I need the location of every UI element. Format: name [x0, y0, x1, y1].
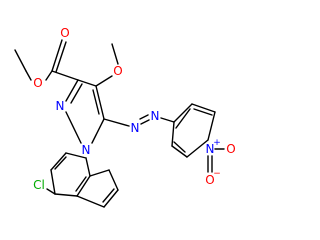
bond-ring-c-4	[50, 152, 67, 171]
bond-ester-c-o-double-a	[51, 39, 63, 72]
bond-azo-nn-b	[139, 114, 149, 120]
ester-carbonyl-oxygen-label: O	[60, 26, 69, 40]
bond-ring-c-7	[108, 169, 119, 191]
bond-pyrazole-c3-n2	[65, 79, 79, 102]
nitro-oxygen-bottom-label: O	[205, 173, 214, 187]
bond-ethyl-ch2-o	[25, 70, 32, 81]
nitro-nitrogen-charge: +	[213, 138, 221, 148]
molecule-diagram: O O O N N N N N + O O − Cl	[14, 26, 236, 208]
bond-c4-methoxy-o	[95, 75, 113, 87]
bond-pyrazole-c3-n2-double	[70, 83, 83, 104]
bond-ring-c-9	[76, 195, 105, 208]
bond-ring-b-1	[173, 103, 193, 123]
nitro-oxygen-bottom-charge: −	[213, 169, 221, 179]
bond-ring-c-3	[50, 169, 56, 195]
bond-ester-o-c	[45, 70, 53, 81]
bond-ring-c-1	[76, 175, 91, 197]
bond-ring-b-6	[171, 121, 175, 147]
azo-nitrogen-b-label: N	[151, 109, 160, 123]
atom-label-layer: O O O N N N N N + O O − Cl	[33, 26, 236, 192]
azo-nitrogen-a-label: N	[131, 121, 140, 135]
bond-ring-c-5	[65, 152, 87, 159]
pyrazole-n1-label: N	[82, 143, 91, 157]
bond-pyrazole-c5-c4-double	[92, 89, 100, 115]
nitro-nitrogen-label: N	[206, 142, 215, 156]
bond-ring-c-6	[89, 169, 110, 177]
chlorine-label: Cl	[33, 178, 45, 192]
ester-ether-oxygen-label: O	[33, 76, 42, 90]
bond-ring-c-1-inner	[75, 176, 87, 192]
bond-azo-n-aryl	[160, 117, 175, 123]
pyrazole-n2-label: N	[56, 99, 65, 113]
nitro-oxygen-top-label: O	[226, 142, 235, 156]
bond-ring-c-2	[54, 193, 78, 197]
bond-azo-nn-a	[140, 119, 150, 125]
bond-ring-b-3	[207, 111, 216, 141]
bond-ester-c-c3	[51, 70, 79, 81]
bond-ring-b-5	[171, 145, 188, 158]
bond-pyrazole-c4-c3	[77, 79, 97, 87]
bond-c5-azo-n	[103, 118, 130, 127]
bond-ring-c-8	[103, 189, 119, 208]
bond-ring-b-4	[186, 139, 209, 158]
bond-ethyl-ch3-ch2	[14, 49, 27, 72]
bond-ring-c-cl	[46, 188, 56, 195]
bond-ring-c-4-inner	[54, 156, 67, 170]
bond-ring-c-8-inner	[102, 188, 115, 203]
bond-pyrazole-c5-c4	[95, 85, 105, 120]
bond-methoxy-ch3	[111, 43, 119, 65]
bond-ring-b-2	[191, 103, 216, 113]
bond-pyrazole-n2-n1	[65, 111, 82, 144]
bond-pyrazole-n1-c5	[91, 118, 105, 144]
bond-ring-b-2-inner	[193, 108, 213, 116]
bond-ester-c-o-double-b	[55, 41, 67, 73]
bond-layer	[14, 39, 225, 208]
methoxy-oxygen-label: O	[113, 64, 122, 78]
structure-canvas: O O O N N N N N + O O − Cl	[14, 26, 236, 208]
bond-n1-aryl	[85, 157, 91, 177]
bond-ring-b-5-inner	[173, 141, 186, 153]
bond-ring-b-1-inner	[175, 108, 191, 129]
